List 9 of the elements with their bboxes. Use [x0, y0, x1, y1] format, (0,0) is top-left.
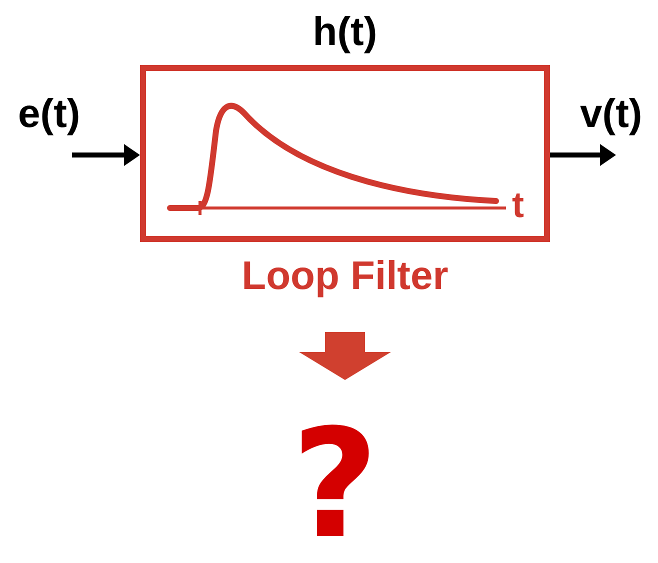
arrow: [72, 144, 140, 166]
signal-label: e(t): [18, 92, 80, 136]
question-mark: ?: [290, 397, 380, 560]
axis-label: t: [512, 186, 524, 224]
block-heading: h(t): [312, 10, 378, 54]
block-caption: Loop Filter: [240, 254, 450, 298]
down-arrow: [299, 332, 391, 380]
signal-label: v(t): [580, 92, 642, 136]
arrow: [550, 144, 616, 166]
